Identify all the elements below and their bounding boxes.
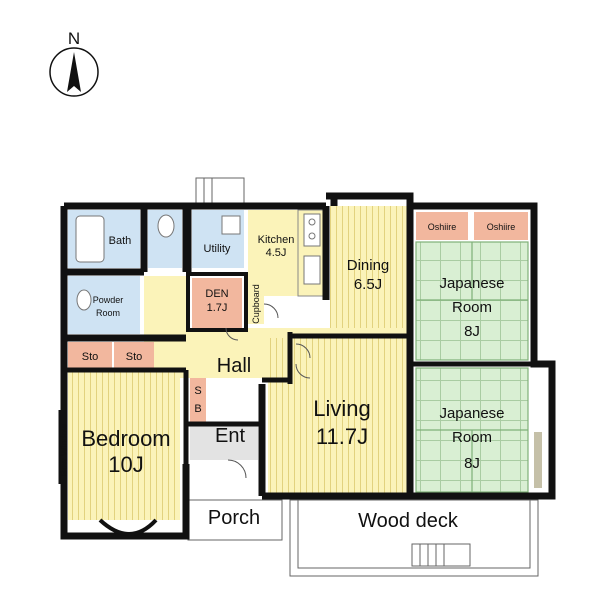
compass-circle <box>49 47 99 97</box>
closet-strip <box>534 432 542 488</box>
japanese-room-2-size: 8J <box>464 455 480 472</box>
inner-wall-den <box>186 272 248 332</box>
ent-label: Ent <box>215 425 245 447</box>
exterior <box>187 177 539 577</box>
oshiire-2 <box>474 212 528 240</box>
sto-2-label: Sto <box>126 351 143 363</box>
door-swings <box>225 303 311 479</box>
sto-1 <box>68 342 112 368</box>
living-size: 11.7J <box>316 424 368 449</box>
bow-window-shape <box>98 518 158 536</box>
den-label: DEN <box>205 288 228 300</box>
oshiire-1 <box>416 212 468 240</box>
walls <box>60 192 556 540</box>
den-size: 1.7J <box>207 302 228 314</box>
dining-room <box>330 206 410 332</box>
utility-label: Utility <box>204 243 231 255</box>
living-label: Living <box>313 396 370 421</box>
outer-wall-south <box>182 384 534 536</box>
kitchen-sink-icon <box>303 255 321 285</box>
fixtures <box>75 209 325 311</box>
japanese-room-1-label: Japanese <box>439 275 504 292</box>
japanese-room-1-label-b: Room <box>452 299 492 316</box>
den-room <box>192 278 242 328</box>
sink-icon <box>76 289 92 311</box>
wood-deck-label: Wood deck <box>358 510 459 532</box>
entrance-room <box>190 424 258 460</box>
dining-size: 6.5J <box>354 276 382 293</box>
deck-steps <box>411 543 471 567</box>
outer-wall-north <box>244 192 556 500</box>
stove-icon <box>303 213 321 247</box>
kitchen-size: 4.5J <box>266 247 287 259</box>
bow-window-label: Bow Window <box>59 423 69 476</box>
inner-wall-dining <box>322 206 414 496</box>
bath-label: Bath <box>109 235 132 247</box>
japanese-room-2-label: Japanese <box>439 405 504 422</box>
sto-2 <box>114 342 154 368</box>
oshiire-2-label: Oshiire <box>487 222 516 232</box>
bedroom-room <box>68 370 180 520</box>
labels: Bath Utility Kitchen 4.5J Dining 6.5J Os… <box>59 222 515 532</box>
oshiire-1-label: Oshiire <box>428 222 457 232</box>
cupboard-label: Cupboard <box>251 284 261 324</box>
cupboard <box>248 282 264 324</box>
tatami-lines <box>415 241 529 493</box>
bedroom-size: 10J <box>108 452 143 477</box>
inner-wall-baths <box>64 206 192 342</box>
sb-label-b: B <box>194 403 201 415</box>
toilet-icon <box>157 214 175 238</box>
sto-1-label: Sto <box>82 351 99 363</box>
powder-room-label-b: Room <box>96 308 120 318</box>
compass-label: N <box>68 29 80 48</box>
bathtub-icon <box>75 215 105 263</box>
powder-room-label: Powder <box>93 295 124 305</box>
sb-label: S <box>194 385 201 397</box>
bedroom-label: Bedroom <box>81 426 170 451</box>
porch-label: Porch <box>208 507 260 529</box>
north-arrow-icon <box>67 52 81 92</box>
porch-area <box>187 499 283 541</box>
back-step <box>195 177 245 205</box>
hall-label: Hall <box>217 355 251 377</box>
compass: N <box>49 29 99 97</box>
washer-icon <box>221 215 241 235</box>
sb-storage <box>190 378 206 422</box>
japanese-room-2-label-b: Room <box>452 429 492 446</box>
inner-wall-hall <box>64 332 410 464</box>
japanese-room-1-size: 8J <box>464 323 480 340</box>
dining-label: Dining <box>347 257 390 274</box>
kitchen-label: Kitchen <box>258 234 295 246</box>
